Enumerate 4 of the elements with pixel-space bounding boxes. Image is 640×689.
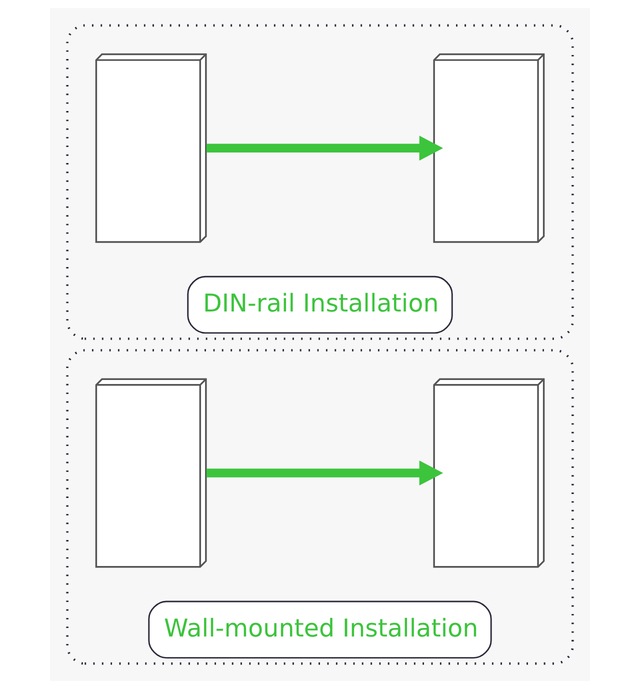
cluster: Wall-mounted Installation — [66, 349, 574, 665]
arrow — [206, 460, 444, 486]
cluster: DIN-rail Installation — [66, 24, 574, 340]
arrow — [206, 136, 444, 161]
